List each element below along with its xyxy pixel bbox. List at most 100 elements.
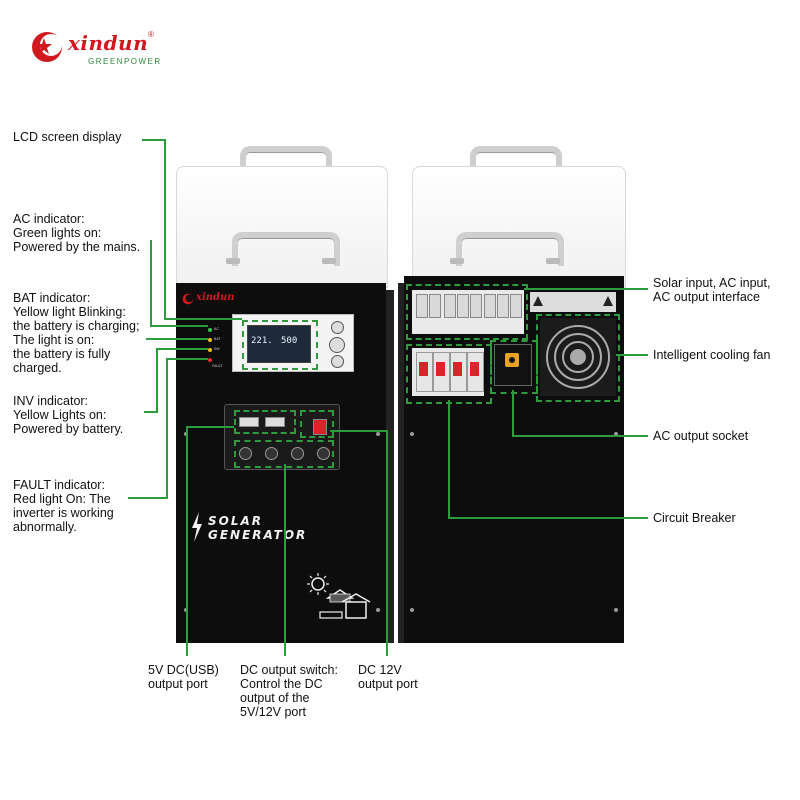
dc-port[interactable]	[317, 447, 330, 460]
breaker-callout-box	[406, 344, 492, 404]
front-back-handle	[240, 146, 332, 178]
ac-output-socket[interactable]	[494, 344, 532, 386]
terminal	[497, 294, 509, 318]
label-line: LCD screen display	[13, 130, 122, 144]
screw	[410, 608, 414, 612]
registered-mark: ®	[148, 30, 154, 39]
lcd-input-reading: 221.	[251, 336, 273, 346]
label-line: abnormally.	[13, 520, 77, 534]
label-line: Circuit Breaker	[653, 511, 736, 525]
usb-port[interactable]	[239, 417, 259, 427]
terminal	[484, 294, 496, 318]
label-line: the battery is charging;	[13, 319, 140, 333]
breaker-switch[interactable]	[453, 362, 462, 376]
terminal-block	[412, 290, 524, 334]
lightning-icon	[190, 512, 204, 542]
label-line: AC output interface	[653, 290, 761, 304]
callout-line	[164, 318, 242, 320]
ac-socket-label: AC output socket	[653, 429, 748, 443]
screw	[614, 608, 618, 612]
terminal	[470, 294, 482, 318]
breaker-switch[interactable]	[470, 362, 479, 376]
callout-line	[146, 338, 208, 340]
fault-led-label: FAULT	[212, 364, 223, 368]
front-unit-top	[176, 166, 388, 288]
label-line: Green lights on:	[13, 226, 102, 240]
handle-foot	[226, 258, 240, 264]
screw	[376, 608, 380, 612]
screw	[376, 432, 380, 436]
front-unit-side	[386, 290, 394, 643]
label-line: DC 12V	[358, 663, 402, 677]
terminal	[457, 294, 469, 318]
bat-led-label: BAT	[214, 337, 221, 341]
control-panel: 221. 500	[232, 314, 354, 372]
label-line: DC output switch:	[240, 663, 338, 677]
callout-line	[524, 288, 648, 290]
front-brand-badge: xindun	[182, 292, 262, 308]
callout-line	[166, 358, 208, 360]
callout-line	[448, 517, 648, 519]
label-line: FAULT indicator:	[13, 478, 105, 492]
callout-line	[150, 240, 152, 326]
label-line: the battery is fully	[13, 347, 111, 361]
dc-output-switch[interactable]	[313, 419, 327, 435]
label-line: Red light On: The	[13, 492, 111, 506]
logo-mark-icon	[182, 293, 194, 305]
lcd-label: LCD screen display	[13, 130, 121, 144]
callout-line	[186, 426, 234, 428]
callout-line	[128, 497, 168, 499]
label-line: BAT indicator:	[13, 291, 91, 305]
fan-guard	[546, 325, 610, 389]
terminal	[510, 294, 522, 318]
label-line: INV indicator:	[13, 394, 89, 408]
label-line: Yellow Lights on:	[13, 408, 107, 422]
slogan-generator: GENERATOR	[208, 528, 308, 542]
terminal	[444, 294, 456, 318]
rear-unit-top	[412, 166, 626, 288]
bat-indicator-label: BAT indicator: Yellow light Blinking: th…	[13, 291, 139, 375]
menu-button[interactable]	[331, 321, 344, 334]
cooling-fan	[540, 318, 616, 396]
dc-port[interactable]	[291, 447, 304, 460]
usb-port[interactable]	[265, 417, 285, 427]
fan-guard	[554, 333, 602, 381]
breaker-switch[interactable]	[419, 362, 428, 376]
cooling-fan-label: Intelligent cooling fan	[653, 348, 770, 362]
ac-led	[208, 328, 212, 332]
socket-slot	[509, 357, 515, 363]
fan-guard	[562, 341, 594, 373]
power-button[interactable]	[329, 337, 345, 353]
callout-line	[512, 435, 648, 437]
label-line: charged.	[13, 361, 62, 375]
handle-foot	[322, 258, 336, 264]
lcd-callout-box	[242, 320, 318, 370]
label-line: Yellow light Blinking:	[13, 305, 126, 319]
dc-port[interactable]	[239, 447, 252, 460]
ac-indicator-label: AC indicator: Green lights on: Powered b…	[13, 212, 140, 254]
warning-triangle-icon	[603, 296, 613, 306]
brand-logo: xindun ® GREENPOWER	[30, 28, 160, 72]
label-line: Solar input, AC input,	[653, 276, 771, 290]
label-line: Powered by the mains.	[13, 240, 141, 254]
select-button[interactable]	[331, 355, 344, 368]
lcd-output-reading: 500	[281, 336, 298, 346]
dc-port[interactable]	[265, 447, 278, 460]
callout-line	[284, 464, 286, 656]
label-line: Control the DC	[240, 677, 323, 691]
front-brand-name: xindun	[196, 292, 235, 303]
input-callout-box	[406, 284, 528, 340]
label-line: output of the	[240, 691, 310, 705]
breaker-switch[interactable]	[436, 362, 445, 376]
terminal	[416, 294, 428, 318]
callout-line	[166, 358, 168, 498]
terminal	[429, 294, 441, 318]
fan-callout-box	[536, 314, 620, 402]
label-line: output port	[148, 677, 208, 691]
label-line: AC output socket	[653, 429, 749, 443]
callout-line	[330, 430, 388, 432]
front-handle	[232, 232, 340, 266]
logo-mark-icon	[32, 32, 62, 62]
breaker-strip	[412, 348, 484, 396]
handle-foot	[546, 258, 560, 264]
